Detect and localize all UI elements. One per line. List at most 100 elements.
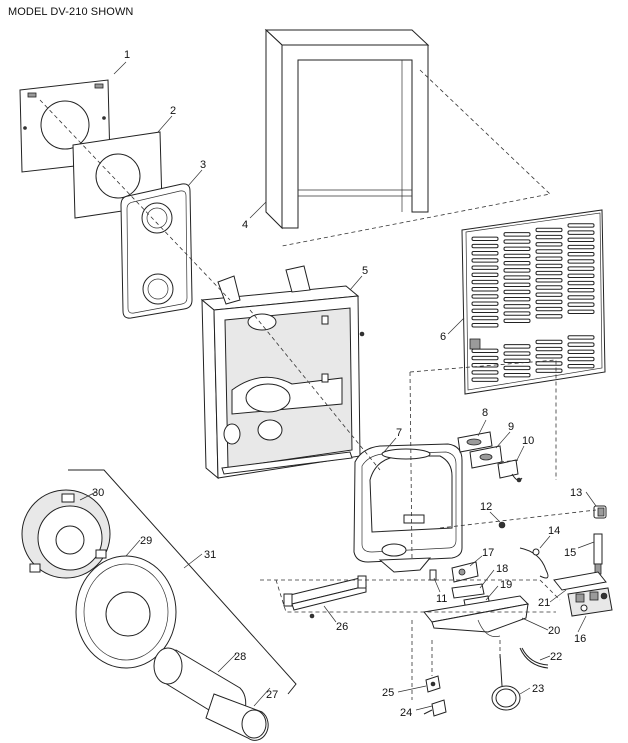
- callout-14: 14: [548, 525, 560, 537]
- grille-slot: [471, 363, 499, 368]
- grille-slot: [503, 268, 531, 273]
- grille-slot: [471, 258, 499, 263]
- grille-slot: [535, 249, 563, 254]
- grille-slot: [503, 260, 531, 266]
- grille-slot: [567, 342, 595, 347]
- grille-slot: [471, 287, 499, 292]
- leader-lines: [79, 61, 597, 711]
- callout-17: 17: [482, 547, 494, 559]
- callout-10: 10: [522, 435, 534, 447]
- grille-slot: [535, 285, 563, 290]
- grille-slot: [567, 349, 595, 355]
- grille-slot: [567, 259, 595, 264]
- grille-slot: [567, 280, 595, 286]
- grille-slot: [503, 365, 531, 371]
- grille-slot: [503, 296, 531, 302]
- callout-25: 25: [382, 687, 394, 699]
- grille-slot: [471, 243, 499, 249]
- callout-18: 18: [496, 563, 508, 575]
- grille-slot: [567, 302, 595, 307]
- grille-slot: [503, 311, 531, 316]
- callout-22: 22: [550, 651, 562, 663]
- grille-slot: [503, 289, 531, 295]
- part-6-grille: [461, 209, 606, 395]
- part-10-switch: [497, 459, 523, 483]
- part-7-chamber: [353, 443, 463, 573]
- grille-slot: [535, 242, 563, 247]
- grille-slot: [471, 315, 499, 321]
- grille-slot: [471, 236, 499, 242]
- callouts: 1 2 3 4 5 6 7 8 9 10 11 12 13 14 15 16 1…: [92, 49, 586, 719]
- callout-27: 27: [266, 689, 278, 701]
- grille-slot: [535, 292, 563, 297]
- grille-slot: [503, 275, 531, 280]
- grille-slot: [535, 339, 563, 345]
- part-29-wall-plate: [75, 555, 177, 669]
- callout-23: 23: [532, 683, 544, 695]
- part-20-burner-tray: [423, 595, 530, 637]
- callout-24: 24: [400, 707, 412, 719]
- part-27-inner-pipe: [205, 693, 269, 741]
- callout-30: 30: [92, 487, 104, 499]
- grille-slot: [567, 335, 595, 340]
- grille-slot: [503, 253, 531, 259]
- grille-slot: [471, 348, 499, 354]
- part-14-wire: [519, 547, 549, 579]
- part-13-connector: [593, 505, 607, 519]
- grille-slot: [503, 304, 531, 309]
- grille-slot: [567, 266, 595, 271]
- grille-slot: [503, 246, 531, 251]
- grille-slot: [535, 299, 563, 305]
- grille-slot: [567, 295, 595, 300]
- grille-slot: [535, 263, 563, 269]
- grille-slot: [503, 344, 531, 349]
- grille-slot: [503, 351, 531, 356]
- grille-slot: [567, 237, 595, 243]
- part-30-flue-cap: [21, 489, 111, 579]
- callout-20: 20: [548, 625, 560, 637]
- callout-21: 21: [538, 597, 550, 609]
- callout-28: 28: [234, 651, 246, 663]
- callout-13: 13: [570, 487, 582, 499]
- grille-slot: [535, 346, 563, 352]
- grille-slot: [535, 361, 563, 366]
- grille-slot: [535, 256, 563, 261]
- grille-slot: [535, 314, 563, 319]
- grille-slot: [567, 223, 595, 228]
- callout-12: 12: [480, 501, 492, 513]
- assembly-lines: [39, 69, 597, 700]
- part-12-fitting: [498, 521, 506, 529]
- grille-slot: [567, 309, 595, 315]
- callout-19: 19: [500, 579, 512, 591]
- grille-slot: [471, 308, 499, 314]
- part-23-thermocouple-coil: [491, 653, 521, 711]
- part-31-kit-bracket: [68, 469, 297, 695]
- grille-slot: [471, 370, 499, 375]
- part-25-bracket: [425, 675, 441, 693]
- callout-2: 2: [170, 105, 176, 117]
- grille-slot: [535, 278, 563, 283]
- grille-slot: [503, 232, 531, 237]
- grille-slot: [535, 270, 563, 276]
- part-21-bracket: [553, 571, 607, 591]
- grille-slot: [567, 230, 595, 235]
- callout-5: 5: [362, 265, 368, 277]
- grille-slot: [471, 377, 499, 382]
- callout-7: 7: [396, 427, 402, 439]
- callout-8: 8: [482, 407, 488, 419]
- model-caption: MODEL DV-210 SHOWN: [8, 6, 134, 18]
- grille-slot: [567, 288, 595, 293]
- part-24-igniter: [423, 699, 447, 717]
- callout-16: 16: [574, 633, 586, 645]
- grille-slot: [503, 239, 531, 244]
- callout-29: 29: [140, 535, 152, 547]
- grille-slot: [471, 279, 499, 285]
- part-16-gas-valve: [567, 587, 613, 617]
- grille-slot: [471, 251, 499, 256]
- grille-slot: [535, 227, 563, 233]
- callout-6: 6: [440, 331, 446, 343]
- callout-15: 15: [564, 547, 576, 559]
- part-3-vent-plate: [120, 183, 193, 319]
- part-4-surround: [264, 28, 430, 230]
